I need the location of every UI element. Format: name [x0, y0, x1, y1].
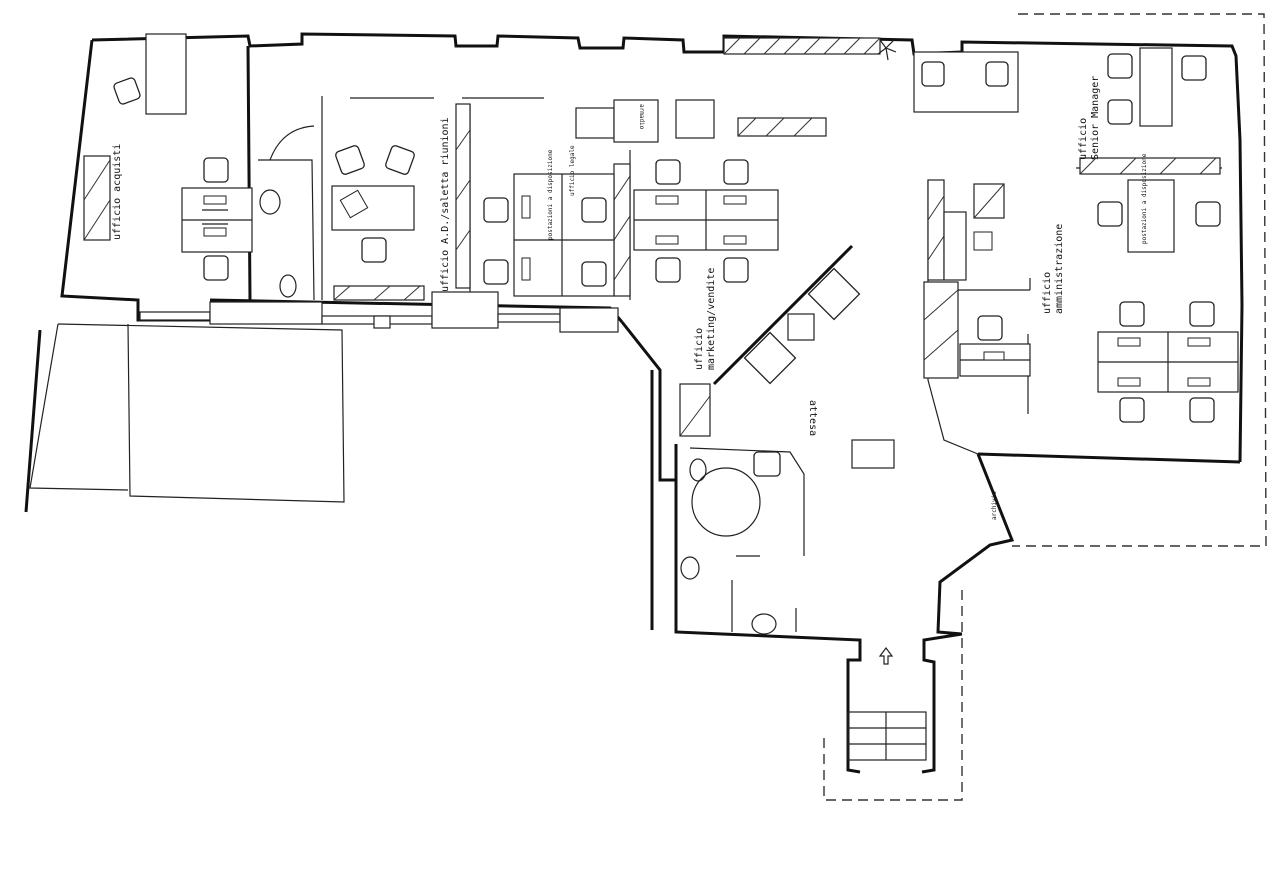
- sink-icon: [751, 613, 777, 635]
- sanitary: [259, 189, 777, 635]
- plant-icon: [877, 39, 897, 61]
- label-ufficio-acquisti: ufficio acquisti: [112, 144, 123, 240]
- label-postazioni-2: postazioni a disposizione: [1141, 153, 1148, 244]
- chair-icon: [1181, 55, 1207, 81]
- toilet-icon: [689, 458, 707, 482]
- computer-icon: [655, 235, 679, 245]
- computer-icon: [1187, 337, 1211, 347]
- chair-icon: [753, 451, 781, 477]
- chair-icon: [1097, 201, 1123, 227]
- chair-icon: [1189, 301, 1215, 327]
- label-armadio: armadio: [638, 104, 645, 130]
- label-marketing-1: ufficio: [694, 328, 705, 370]
- label-ufficio-legale: ufficio legale: [569, 145, 576, 196]
- computer-icon: [339, 189, 369, 219]
- chair-icon: [743, 331, 797, 385]
- chair-icon: [335, 145, 365, 175]
- computer-icon: [1187, 377, 1211, 387]
- toilet-icon: [279, 274, 297, 298]
- chair-icon: [1189, 397, 1215, 423]
- computer-icon: [983, 351, 1005, 361]
- wheelchair-turning-circle: [691, 467, 761, 537]
- chair-icon: [1119, 301, 1145, 327]
- computers: [202, 189, 1211, 387]
- stairs-icon: [847, 711, 927, 761]
- chair-icon: [203, 255, 229, 281]
- chair-icon: [655, 257, 681, 283]
- computer-icon: [202, 195, 228, 211]
- label-marketing-2: marketing/vendite: [706, 268, 717, 370]
- chair-icon: [985, 61, 1009, 87]
- computer-icon: [1117, 377, 1141, 387]
- chair-icon: [807, 267, 861, 321]
- outer-walls: [60, 32, 1244, 774]
- label-amministrazione-1: ufficio: [1042, 272, 1053, 314]
- interior-partitions: [246, 45, 1222, 632]
- courtyard-outline: [24, 323, 345, 513]
- chair-icon: [655, 159, 681, 185]
- chair-icon: [581, 197, 607, 223]
- chair-icon: [977, 315, 1003, 341]
- toilet-icon: [680, 556, 700, 580]
- label-amministrazione-2: amministrazione: [1054, 224, 1065, 314]
- computer-icon: [655, 195, 679, 205]
- chair-icon: [723, 257, 749, 283]
- chair-icon: [361, 237, 387, 263]
- entrance-arrow-icon: [878, 647, 894, 665]
- chair-icon: [483, 259, 509, 285]
- computer-icon: [202, 223, 228, 237]
- chair-icon: [385, 145, 415, 175]
- chair-icon: [1107, 99, 1133, 125]
- computer-icon: [521, 195, 531, 219]
- room-labels: ufficio acquisti ufficio A.D./saletta ri…: [112, 76, 1148, 520]
- chair-icon: [723, 159, 749, 185]
- label-senior-2: Senior Manager: [1090, 76, 1101, 160]
- computer-icon: [1117, 337, 1141, 347]
- computer-icon: [723, 235, 747, 245]
- dashed-boundaries: [823, 13, 1267, 801]
- chair-icon: [203, 157, 229, 183]
- chair-icon: [113, 77, 141, 105]
- computer-icon: [973, 231, 993, 251]
- label-ufficio-ad-riunioni: ufficio A.D./saletta riunioni: [440, 117, 451, 292]
- chair-icon: [1195, 201, 1221, 227]
- label-attesa: attesa: [807, 400, 818, 436]
- hatched-cabinets: [83, 37, 1221, 437]
- computer-icon: [521, 257, 531, 281]
- label-postazioni-1: postazioni a disposizione: [547, 149, 554, 240]
- window-sills: [139, 291, 619, 333]
- chair-icon: [1107, 53, 1133, 79]
- label-archivio: archivio: [991, 491, 998, 520]
- chair-icon: [483, 197, 509, 223]
- chairs: [113, 53, 1221, 477]
- chair-icon: [1119, 397, 1145, 423]
- computer-icon: [723, 195, 747, 205]
- chair-icon: [921, 61, 945, 87]
- label-senior-1: ufficio: [1078, 118, 1089, 160]
- sink-icon: [259, 189, 281, 215]
- chair-icon: [581, 261, 607, 287]
